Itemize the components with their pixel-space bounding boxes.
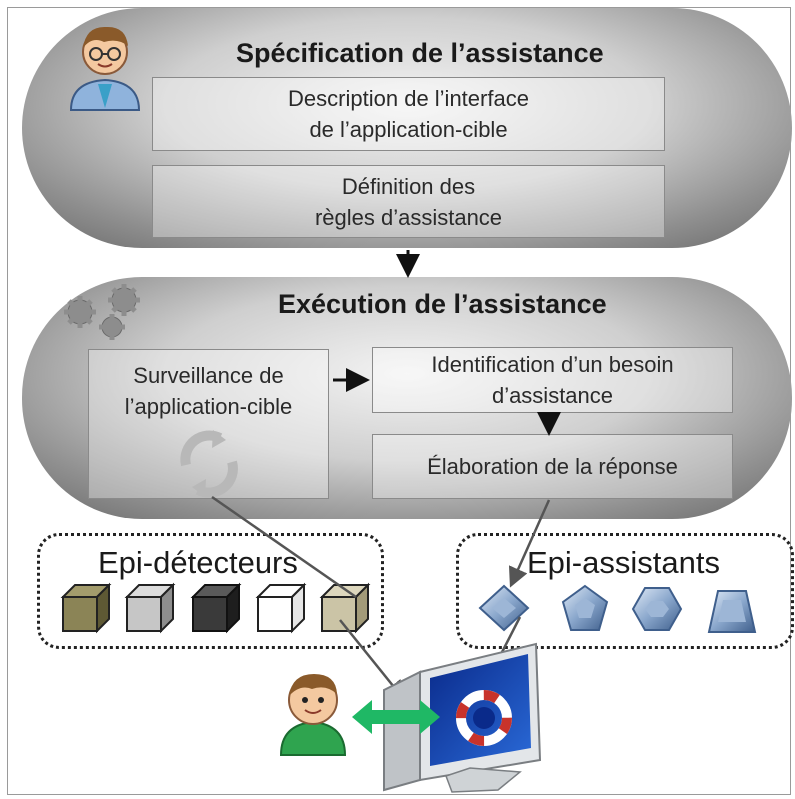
- response-elaboration-label: Élaboration de la réponse: [427, 454, 678, 479]
- monitoring-line2: l’application-cible: [124, 394, 293, 419]
- gears-icon: [64, 284, 140, 340]
- cube-icon: [60, 582, 112, 634]
- epi-detecteurs-label: Epi-détecteurs: [98, 545, 298, 580]
- response-to-assistant-connector: [508, 499, 551, 588]
- need-identification-line2: d’assistance: [491, 383, 614, 408]
- diamond-icon: [478, 584, 530, 632]
- user-avatar-icon: [279, 674, 347, 756]
- need-identification-line1: Identification d’un besoin: [431, 352, 674, 377]
- need-identification-box: Identification d’un besoin d’assistance: [372, 347, 733, 413]
- interface-description-line1: Description de l’interface: [288, 86, 529, 111]
- execution-phase: [22, 277, 792, 519]
- exchange-arrow-icon: [352, 700, 440, 734]
- trapezoid-icon: [707, 590, 757, 633]
- hexagon-icon: [631, 587, 683, 631]
- cycle-icon: [180, 430, 238, 498]
- epi-detecteurs-group: [37, 533, 384, 649]
- cube-icon: [255, 582, 307, 634]
- pentagon-icon: [561, 584, 609, 631]
- rules-definition-line1: Définition des: [341, 173, 476, 199]
- response-elaboration-box: Élaboration de la réponse: [372, 434, 733, 499]
- epi-assistants-label: Epi-assistants: [527, 545, 720, 580]
- lifebuoy-icon: [456, 690, 512, 746]
- cube-icon: [124, 582, 176, 634]
- specification-title: Spécification de l’assistance: [236, 38, 604, 68]
- epi-assistants-group: [456, 533, 794, 649]
- monitoring-line1: Surveillance de: [133, 363, 284, 388]
- interface-description-box: Description de l’interface de l’applicat…: [152, 77, 665, 151]
- rules-definition-line2: règles d’assistance: [314, 204, 503, 230]
- monitor-to-detector-connector: [211, 495, 357, 599]
- epi-detecteurs-cubes: [60, 582, 371, 634]
- cube-icon: [319, 582, 371, 634]
- execution-title: Exécution de l’assistance: [278, 289, 607, 319]
- monitoring-box: Surveillance de l’application-cible: [88, 349, 329, 499]
- designer-avatar-icon: [69, 26, 141, 111]
- specification-phase: [22, 8, 792, 248]
- rules-definition-box: Définition des règles d’assistance: [152, 165, 665, 238]
- detector-to-computer-connector: [339, 619, 406, 701]
- cube-icon: [190, 582, 242, 634]
- epi-assistants-shapes: [478, 584, 757, 633]
- interface-description-line2: de l’application-cible: [309, 117, 508, 142]
